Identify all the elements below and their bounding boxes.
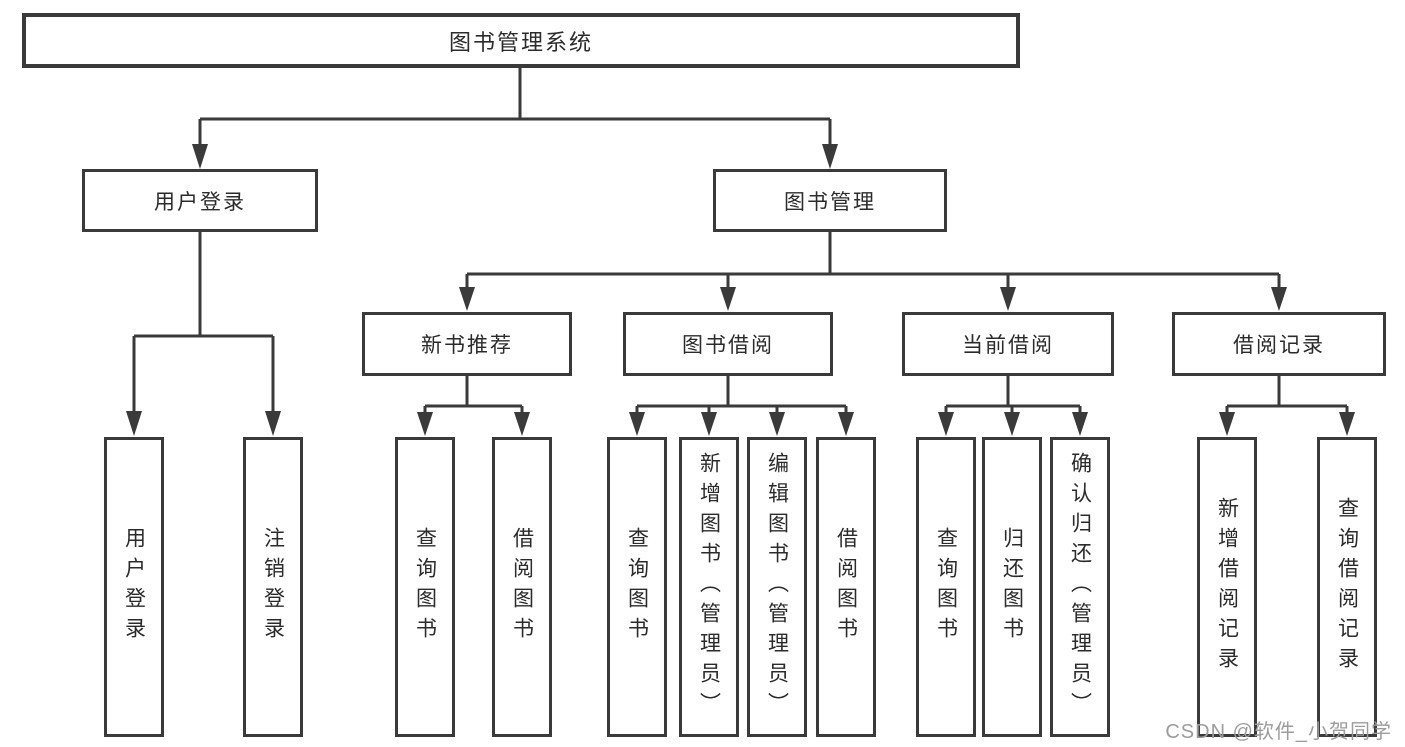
node-book-manage: 图书管理 [713,169,947,232]
leaf-borrow-borrow-books: 借阅图书 [816,437,876,737]
arrow-down-icon [459,287,475,311]
arrow-down-icon [822,144,838,169]
arrow-down-icon [1000,287,1016,311]
leaf-current-query-books: 查询图书 [916,437,976,737]
arrow-down-icon [1004,412,1020,436]
arrow-down-icon [514,412,530,436]
leaf-newbook-query-books: 查询图书 [395,437,455,737]
connectors-records-group [1219,376,1355,436]
arrow-down-icon [838,412,854,436]
arrow-down-icon [1339,412,1355,436]
arrow-down-icon [720,287,736,311]
arrow-down-icon [417,412,433,436]
node-section-book-borrow: 图书借阅 [623,312,833,376]
connectors-newbook-group [417,376,530,436]
connectors-login-group [126,232,281,436]
arrow-down-icon [1219,412,1235,436]
leaf-current-confirm-return-admin: 确认归还（管理员） [1050,437,1110,737]
connectors-current-group [938,376,1088,436]
arrow-down-icon [938,412,954,436]
leaf-logout: 注销登录 [243,437,303,737]
leaf-borrow-edit-books-admin: 编辑图书（管理员） [747,437,807,737]
leaf-newbook-borrow-books: 借阅图书 [492,437,552,737]
arrow-down-icon [265,411,281,436]
arrow-down-icon [126,411,142,436]
node-user-login: 用户登录 [82,169,318,232]
arrow-down-icon [1072,412,1088,436]
arrow-down-icon [769,412,785,436]
connectors-borrow-group [629,376,854,436]
connectors-manage-to-sections [459,232,1287,311]
leaf-current-return-books: 归还图书 [982,437,1042,737]
watermark: CSDN @软件_小贺同学 [1165,721,1392,743]
arrow-down-icon [629,412,645,436]
leaf-borrow-add-books-admin: 新增图书（管理员） [679,437,739,737]
arrow-down-icon [1271,287,1287,311]
node-section-current-borrow: 当前借阅 [902,312,1114,376]
leaf-records-query-record: 查询借阅记录 [1317,437,1377,737]
leaf-borrow-query-books: 查询图书 [607,437,667,737]
leaf-records-add-record: 新增借阅记录 [1197,437,1257,737]
connectors-root-to-level2 [192,68,838,169]
arrow-down-icon [701,412,717,436]
node-section-borrow-records: 借阅记录 [1172,312,1386,376]
node-library-system: 图书管理系统 [22,13,1020,68]
arrow-down-icon [192,144,208,169]
leaf-user-login: 用户登录 [104,437,164,737]
node-section-new-book: 新书推荐 [362,312,572,376]
